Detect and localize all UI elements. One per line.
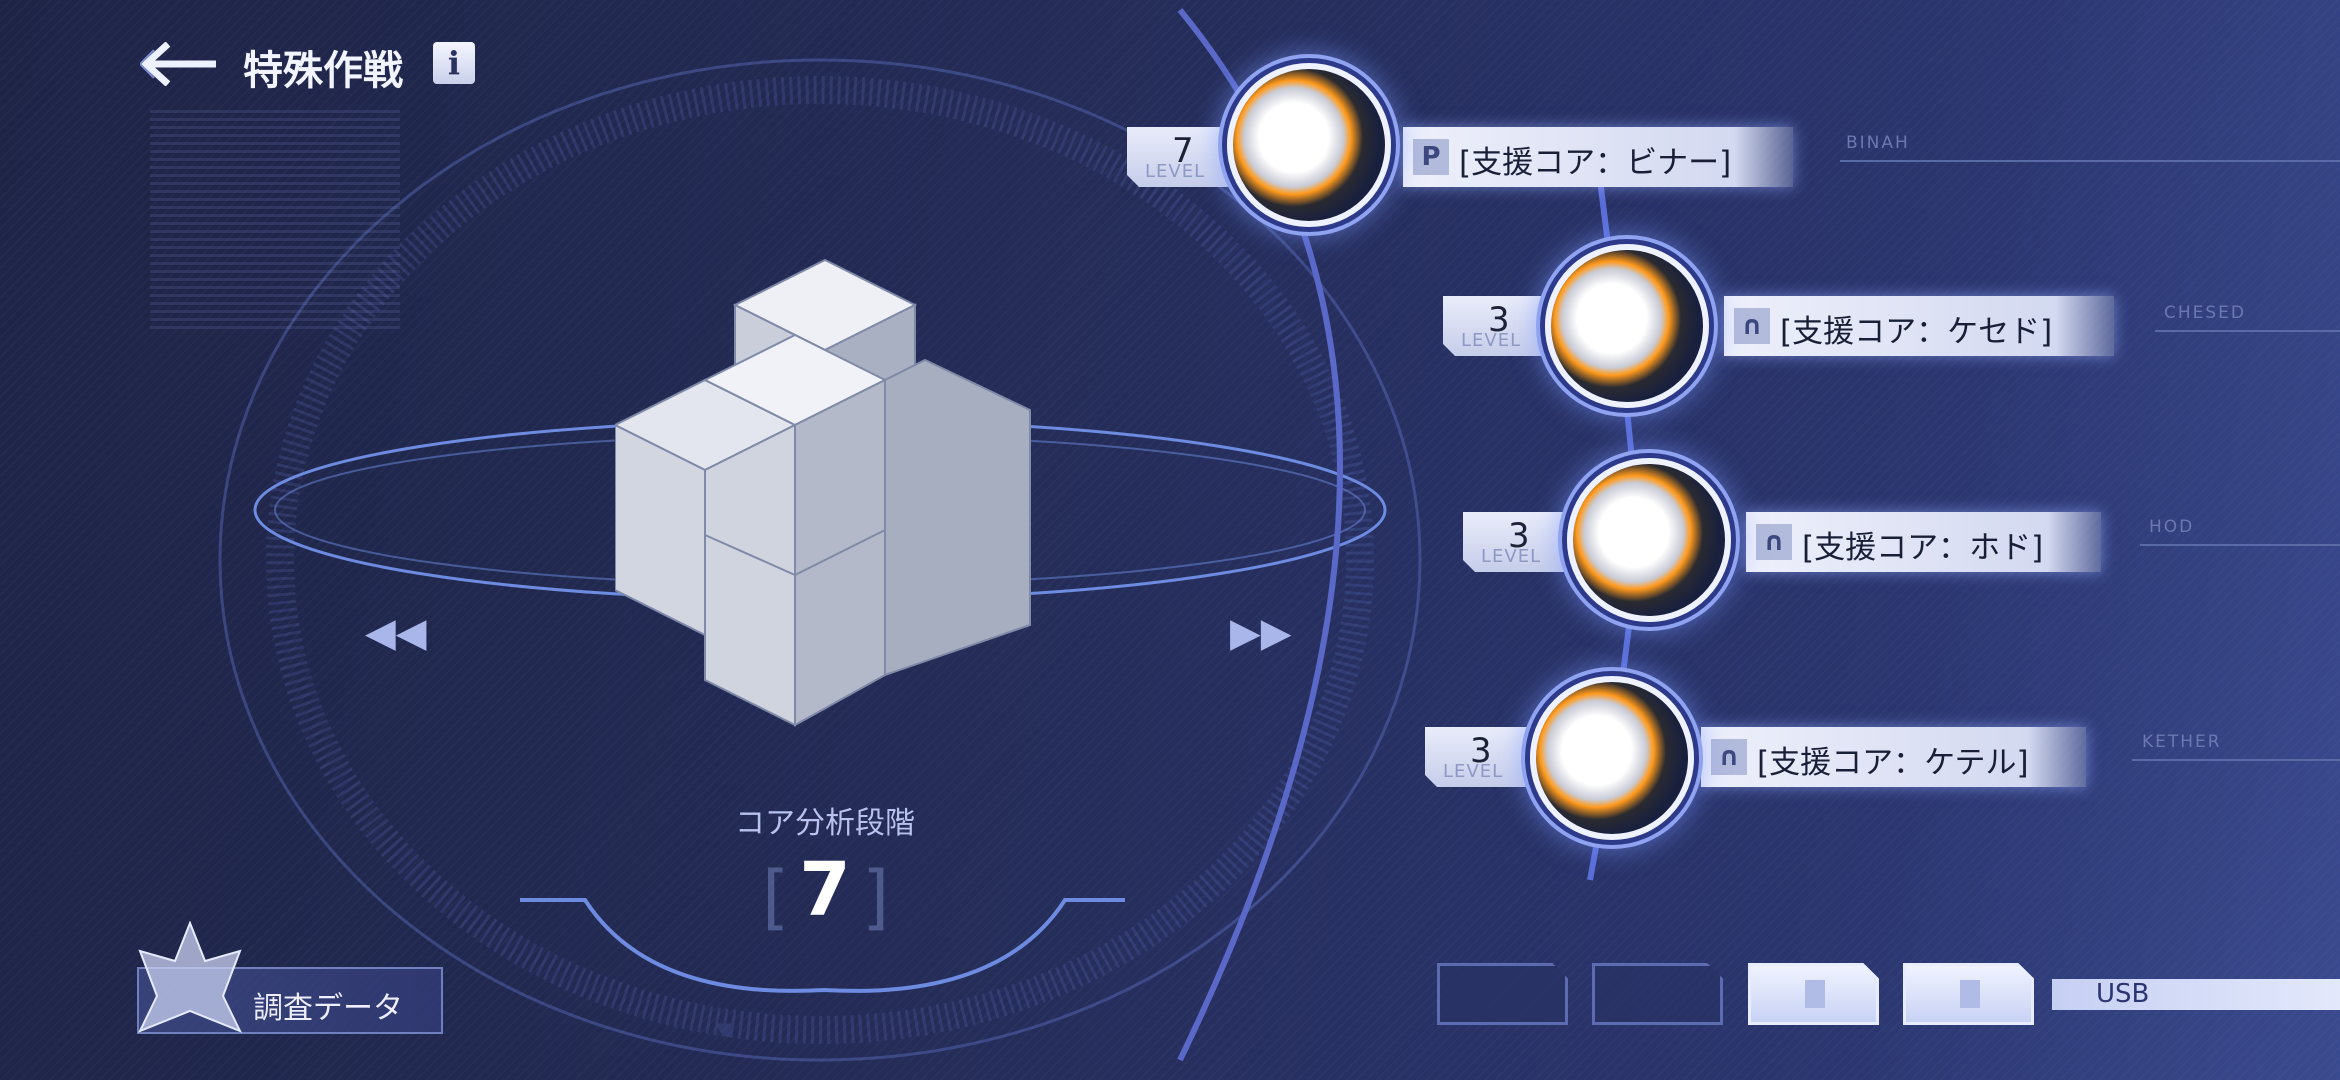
core-label: ∩ [支援コア：ケセド] bbox=[1724, 296, 2114, 356]
core-portrait-binah[interactable] bbox=[1227, 63, 1391, 227]
core-portrait-hod[interactable] bbox=[1567, 458, 1731, 622]
leaf-emblem-icon bbox=[137, 921, 243, 1033]
core-label: ∩ [支援コア：ケテル] bbox=[1701, 727, 2086, 787]
core-name: [支援コア：ケセド] bbox=[1780, 314, 2053, 350]
info-button[interactable]: i bbox=[433, 42, 475, 84]
rotate-left-icon[interactable]: ◀◀ bbox=[365, 610, 427, 656]
bracket-left: [ bbox=[762, 856, 790, 938]
usb-slot-4[interactable] bbox=[1903, 963, 2034, 1025]
level-value: 7 bbox=[1172, 131, 1194, 171]
research-data-button[interactable]: 調査データ bbox=[137, 921, 443, 1034]
core-type-icon: ∩ bbox=[1756, 524, 1792, 560]
rotate-right-icon[interactable]: ▶▶ bbox=[1230, 610, 1292, 656]
core-portrait-kether[interactable] bbox=[1530, 676, 1694, 840]
tag-line bbox=[2132, 759, 2340, 773]
level-value: 3 bbox=[1470, 731, 1492, 771]
core-label: P [支援コア：ビナー] bbox=[1403, 127, 1793, 187]
research-data-label: 調査データ bbox=[253, 991, 403, 1026]
data-readout-text bbox=[150, 110, 400, 330]
tag-line bbox=[2140, 544, 2340, 558]
core-cube-model[interactable] bbox=[615, 255, 1045, 735]
tag-line bbox=[2155, 330, 2340, 344]
level-label: LEVEL bbox=[1145, 161, 1206, 182]
tag-binah: BINAH bbox=[1846, 133, 1910, 153]
stage-value: 7 bbox=[799, 847, 851, 933]
tag-kether: KETHER bbox=[2142, 732, 2222, 752]
tag-hod: HOD bbox=[2149, 517, 2195, 537]
usb-label: USB bbox=[2052, 979, 2340, 1010]
level-label: LEVEL bbox=[1461, 330, 1522, 351]
core-label: ∩ [支援コア：ホド] bbox=[1746, 512, 2101, 572]
core-name: [支援コア：ビナー] bbox=[1459, 145, 1732, 181]
usb-slot-1[interactable] bbox=[1437, 963, 1568, 1025]
core-portrait-chesed[interactable] bbox=[1545, 244, 1709, 408]
tag-line bbox=[1840, 160, 2340, 174]
core-type-icon: P bbox=[1413, 139, 1449, 175]
bracket-right: ] bbox=[862, 856, 890, 938]
core-name: [支援コア：ホド] bbox=[1802, 530, 2044, 566]
level-label: LEVEL bbox=[1443, 761, 1504, 782]
core-type-icon: ∩ bbox=[1734, 308, 1770, 344]
level-value: 3 bbox=[1488, 300, 1510, 340]
core-type-icon: ∩ bbox=[1711, 739, 1747, 775]
usb-slot-2[interactable] bbox=[1592, 963, 1723, 1025]
core-name: [支援コア：ケテル] bbox=[1757, 745, 2029, 781]
page-title: 特殊作戦 bbox=[243, 48, 403, 94]
level-value: 3 bbox=[1508, 516, 1530, 556]
level-label: LEVEL bbox=[1481, 546, 1542, 567]
back-arrow-icon[interactable] bbox=[140, 42, 220, 86]
usb-slot-3[interactable] bbox=[1748, 963, 1879, 1025]
stage-label: コア分析段階 bbox=[735, 806, 915, 841]
tag-chesed: CHESED bbox=[2164, 303, 2247, 323]
